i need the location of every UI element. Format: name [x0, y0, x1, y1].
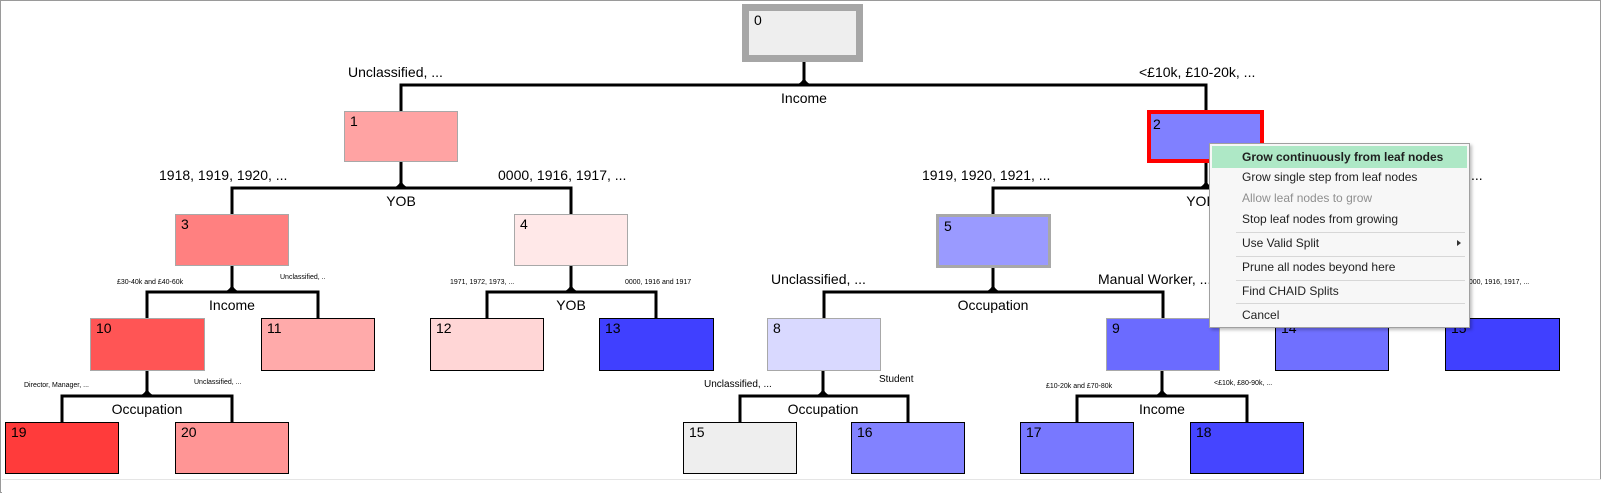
menu-item-cancel[interactable]: Cancel: [1212, 304, 1467, 326]
tree-node-19[interactable]: 19: [5, 422, 119, 474]
menu-item-label: Cancel: [1242, 308, 1280, 322]
node-label: 17: [1026, 424, 1042, 440]
branch-label: Unclassified, ...: [771, 271, 866, 287]
branch-label: Student: [879, 374, 914, 385]
context-menu: Grow continuously from leaf nodes Grow s…: [1209, 143, 1470, 328]
split-label: YOB: [556, 297, 586, 313]
branch-label: 0000, 1916 and 1917: [625, 279, 692, 286]
split-junction-icon: [985, 281, 1001, 292]
branch-label: <£10k, £80-90k, ...: [1214, 380, 1273, 387]
tree-node-12[interactable]: 13: [599, 318, 714, 371]
split-label: Income: [1139, 401, 1185, 417]
tree-node-0[interactable]: 0: [742, 4, 863, 62]
node-label: 5: [944, 218, 952, 234]
branch-label: Director, Manager, ...: [24, 382, 89, 389]
split-junction-icon: [224, 281, 240, 292]
split-junction-icon: [1198, 177, 1214, 188]
menu-item-stop-leaf-grow[interactable]: Stop leaf nodes from growing: [1212, 208, 1467, 230]
tree-node-8[interactable]: 9: [1106, 318, 1220, 371]
menu-item-label: Use Valid Split: [1242, 236, 1320, 250]
node-label: 16: [857, 424, 873, 440]
menu-item-find-chaid-splits[interactable]: Find CHAID Splits: [1212, 280, 1467, 302]
node-label: 10: [96, 320, 112, 336]
menu-separator: [1236, 303, 1465, 304]
split-label: Occupation: [787, 401, 859, 417]
split-junction-icon: [393, 177, 409, 188]
split-junction-icon: [796, 74, 812, 85]
node-label: 1: [350, 113, 358, 129]
branch-label: 1919, 1920, 1921, ...: [922, 167, 1051, 183]
menu-item-label: Allow leaf nodes to grow: [1242, 191, 1373, 205]
node-label: 0: [754, 12, 762, 28]
node-label: 2: [1153, 116, 1161, 132]
tree-node-15[interactable]: 15: [683, 422, 797, 474]
menu-item-label: Stop leaf nodes from growing: [1242, 212, 1399, 226]
status-strip: [2, 479, 1601, 493]
menu-item-use-valid-split[interactable]: Use Valid Split: [1212, 232, 1467, 254]
menu-item-prune-nodes[interactable]: Prune all nodes beyond here: [1212, 256, 1467, 278]
split-junction-icon: [815, 385, 831, 396]
menu-separator: [1236, 256, 1465, 257]
menu-separator: [1236, 280, 1465, 281]
menu-item-label: Prune all nodes beyond here: [1242, 260, 1396, 274]
node-label: 4: [520, 216, 528, 232]
tree-node-11[interactable]: 12: [430, 318, 544, 371]
split-label: Occupation: [957, 297, 1029, 313]
branch-label: 0000, 1916, 1917, ...: [498, 167, 627, 183]
menu-separator: [1236, 232, 1465, 233]
split-label: Occupation: [111, 401, 183, 417]
node-label: 11: [267, 320, 282, 336]
tree-node-3[interactable]: 3: [175, 214, 289, 266]
branch-label: ...: [1471, 167, 1483, 183]
tree-node-20[interactable]: 20: [175, 422, 289, 474]
branch-label: Unclassified, ...: [194, 379, 242, 386]
branch-label: Manual Worker, ...: [1098, 271, 1212, 287]
node-label: 9: [1112, 320, 1120, 336]
menu-item-allow-leaf-grow: Allow leaf nodes to grow: [1212, 187, 1467, 209]
menu-item-label: Find CHAID Splits: [1242, 284, 1339, 298]
tree-node-5[interactable]: 5: [936, 214, 1051, 268]
node-label: 18: [1196, 424, 1212, 440]
menu-item-grow-single-step[interactable]: Grow single step from leaf nodes: [1212, 166, 1467, 188]
node-label: 20: [181, 424, 197, 440]
tree-node-9[interactable]: 10: [90, 318, 205, 371]
node-label: 8: [773, 320, 781, 336]
branch-label: Unclassified, ...: [348, 64, 443, 80]
branch-label: 1918, 1919, 1920, ...: [159, 167, 288, 183]
branch-label: 1971, 1972, 1973, ...: [450, 279, 515, 286]
menu-item-label: Grow continuously from leaf nodes: [1242, 150, 1444, 164]
node-label: 3: [181, 216, 189, 232]
branch-label: <£10k, £10-20k, ...: [1139, 64, 1256, 80]
tree-node-16[interactable]: 16: [851, 422, 965, 474]
branch-label: Unclassified, ..: [280, 274, 326, 281]
tree-node-4[interactable]: 4: [514, 214, 628, 266]
branch-label: Unclassified, ...: [704, 379, 772, 390]
branch-label: £30-40k and £40-60k: [117, 279, 184, 286]
node-label: 19: [11, 424, 27, 440]
tree-node-10[interactable]: 11: [261, 318, 375, 371]
submenu-arrow-icon: [1457, 240, 1461, 246]
tree-node-7[interactable]: 8: [767, 318, 881, 371]
branch-label: £10-20k and £70-80k: [1046, 383, 1113, 390]
split-junction-icon: [1154, 385, 1170, 396]
split-junction-icon: [139, 385, 155, 396]
node-label: 12: [436, 320, 452, 336]
split-label: YOB: [1186, 193, 1216, 209]
branch-label: 0000, 1916, 1917, ...: [1465, 279, 1530, 286]
split-label: Income: [781, 90, 827, 106]
split-junction-icon: [563, 281, 579, 292]
tree-node-1[interactable]: 1: [344, 111, 458, 162]
tree-node-18[interactable]: 18: [1190, 422, 1304, 474]
tree-node-17[interactable]: 17: [1020, 422, 1134, 474]
split-label: YOB: [386, 193, 416, 209]
node-label: 15: [689, 424, 705, 440]
menu-item-grow-continuously[interactable]: Grow continuously from leaf nodes: [1212, 146, 1467, 168]
menu-item-label: Grow single step from leaf nodes: [1242, 170, 1418, 184]
node-label: 13: [605, 320, 621, 336]
split-label: Income: [209, 297, 255, 313]
